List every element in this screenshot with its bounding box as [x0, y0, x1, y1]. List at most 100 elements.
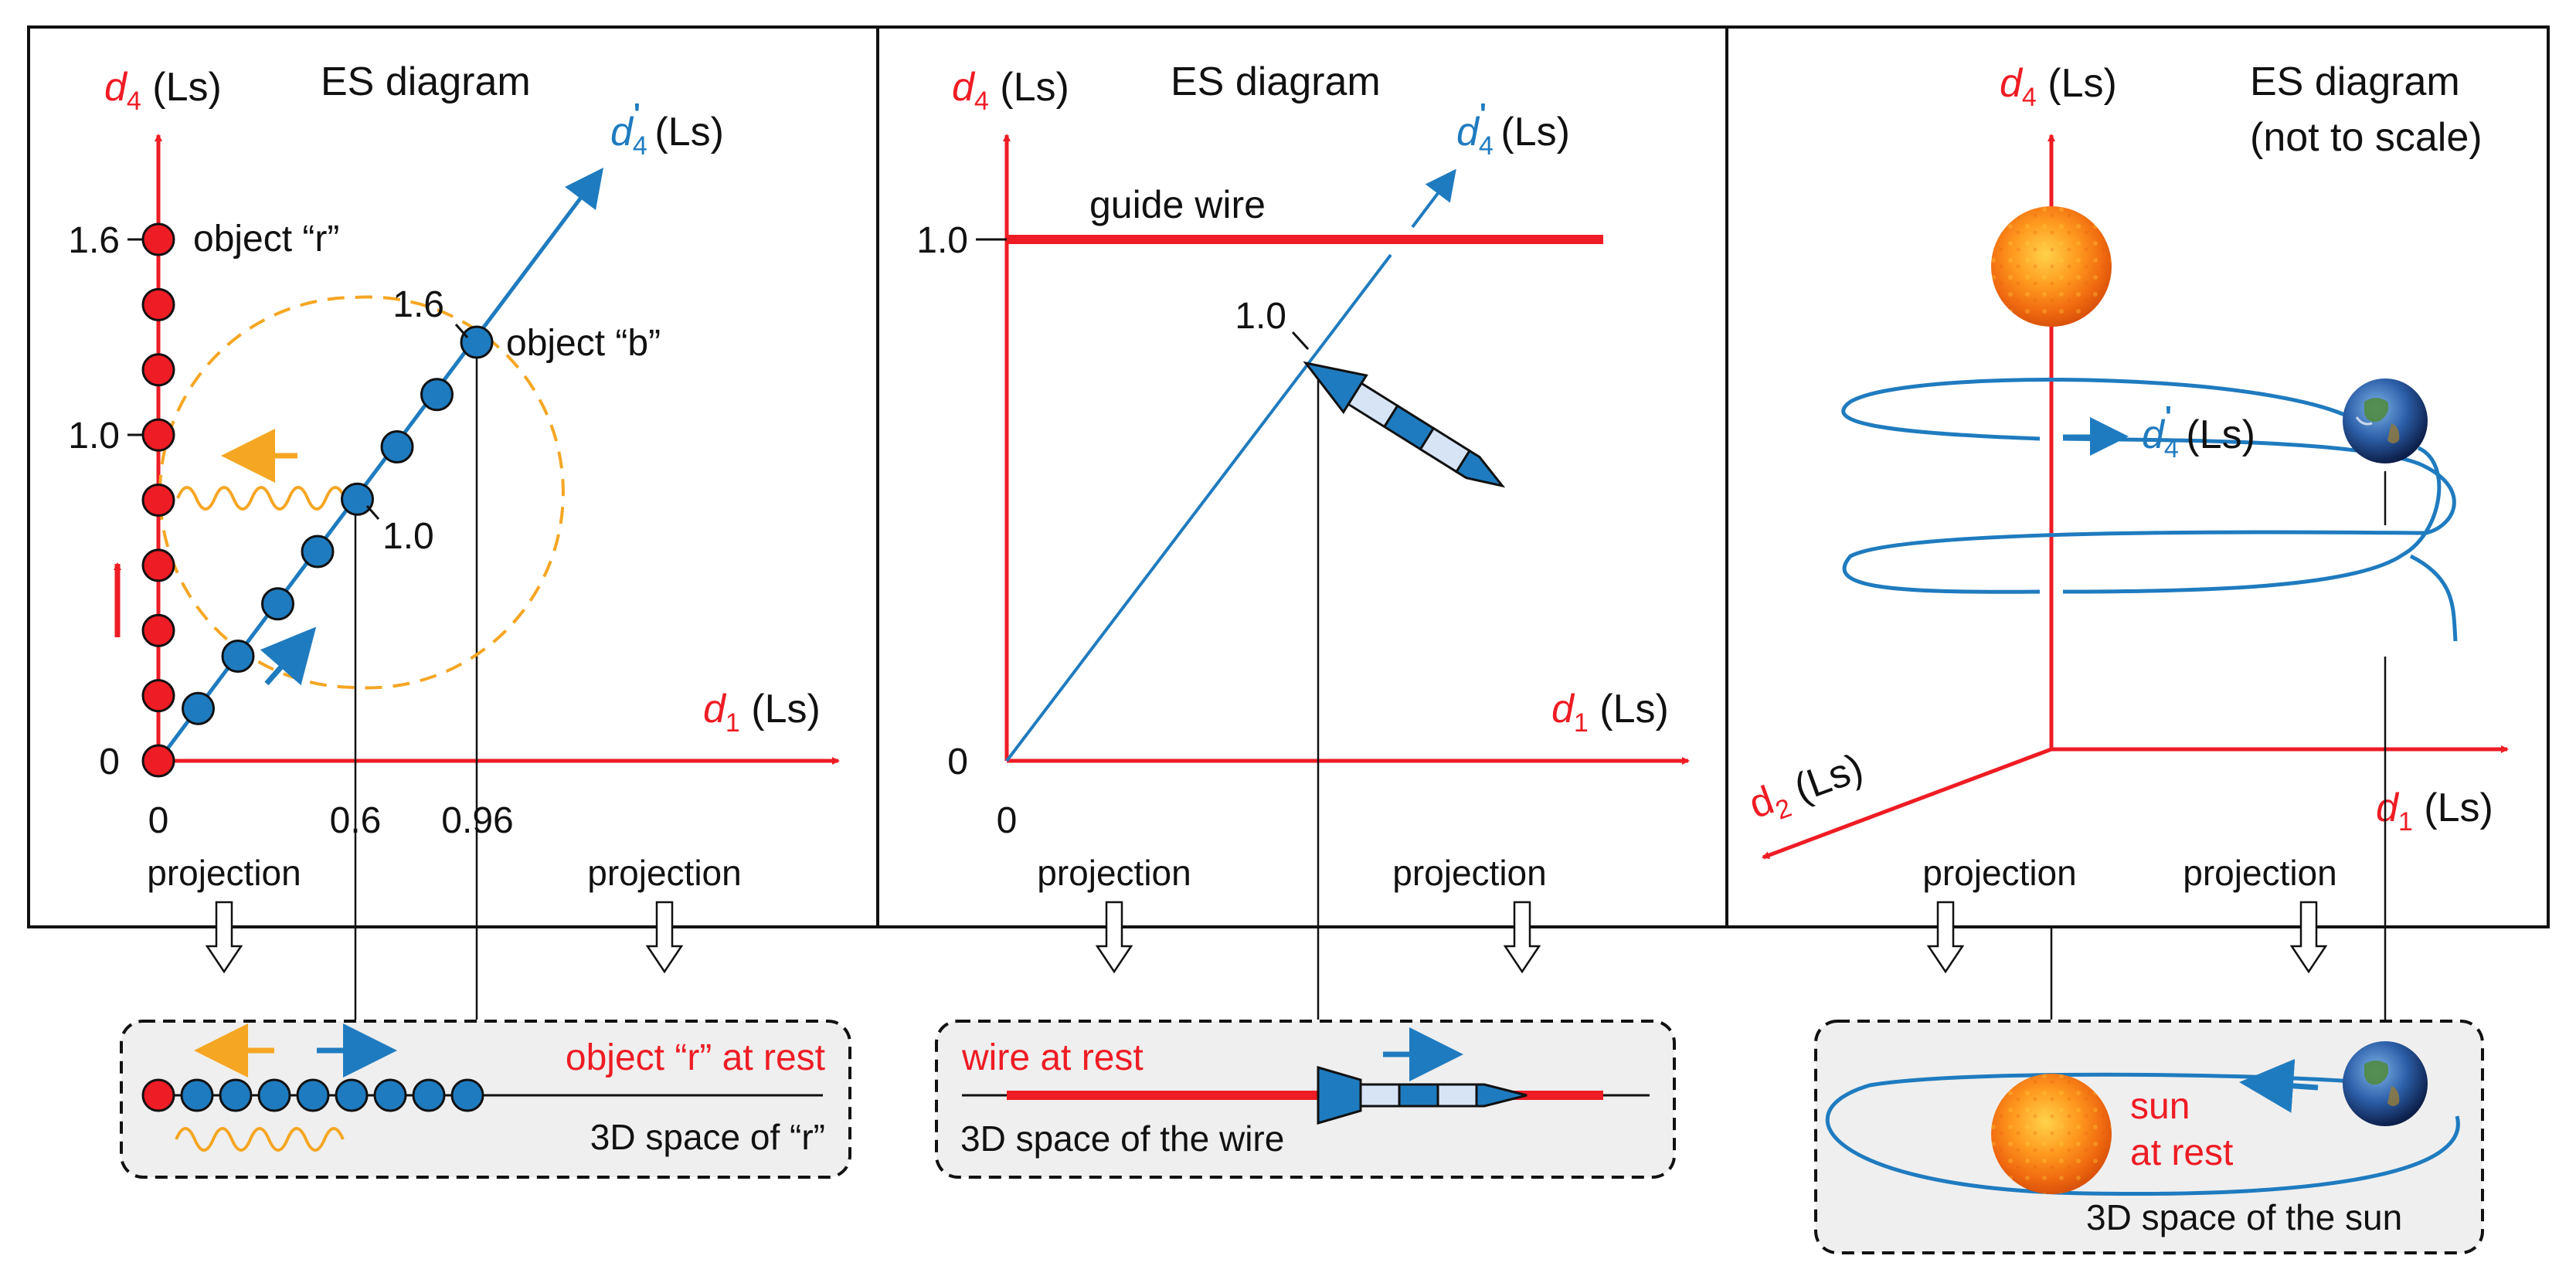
projection-label-right-2: projection: [1392, 853, 1546, 893]
d2-axis-label-3: d2 (Ls): [1743, 745, 1871, 833]
box-circle-blue: [335, 1078, 369, 1112]
object-b-circle: [380, 430, 414, 463]
b-tick-1.0: [365, 505, 380, 520]
rocket-tick-label: 1.0: [1235, 296, 1286, 337]
object-b-circle: [221, 640, 255, 673]
box-light-wave: [175, 1127, 345, 1152]
object-r-label: object “r”: [193, 219, 339, 260]
object-b-label: object “b”: [506, 323, 661, 364]
d1-axis-label: d1 (Ls): [703, 687, 821, 738]
sun-icon: [1991, 206, 2112, 327]
rocket-tail-flat: [1475, 1083, 1528, 1108]
box-label-3d-space-r: 3D space of “r”: [590, 1117, 825, 1157]
d4-prime-axis-2-tip: [1411, 168, 1456, 229]
box-circle-blue: [373, 1078, 407, 1112]
rocket-tail-tilted: [1454, 449, 1506, 488]
d4-axis-label-2: d4 (Ls): [952, 65, 1069, 116]
projection-label-right: projection: [587, 853, 741, 893]
rocket-nose-flat: [1317, 1066, 1362, 1125]
d4-prime-axis-2: [1005, 253, 1392, 762]
helix-back-bottom: [1842, 530, 2427, 594]
d4-axis-label-3: d4 (Ls): [2000, 61, 2117, 112]
panel-3-title-2: (not to scale): [2250, 115, 2483, 160]
projection-arrow-left-3: [1926, 901, 1965, 974]
rocket-flat-seg-1: [1359, 1083, 1401, 1108]
projection-label-left: projection: [147, 853, 301, 893]
projection-arrow-left-2: [1095, 901, 1133, 974]
object-r-circle: [141, 679, 175, 713]
b-tick-label-1.6: 1.6: [393, 284, 444, 325]
light-wave: [176, 486, 365, 511]
d4-axis-label: d4 (Ls): [104, 65, 222, 116]
rocket-tick: [1291, 331, 1310, 351]
d1-axis-label-2: d1 (Ls): [1551, 687, 1669, 738]
rocket-flat: [1317, 1066, 1528, 1125]
helix-back-top: [1841, 378, 2374, 441]
box-circle-blue: [412, 1078, 446, 1112]
x-tick-label-0: 0: [148, 800, 169, 841]
panel-frame-3: [1725, 25, 2550, 928]
projection-arrow-right: [645, 901, 684, 974]
object-r-circle: [141, 353, 175, 387]
d4-prime-axis-label-2: d4' (Ls): [1456, 98, 1570, 161]
d4-prime-axis-label: d4' (Ls): [610, 98, 724, 161]
object-b-circle: [301, 535, 335, 569]
panel-2: guide wire d4 (Ls) ES diagram d4' (Ls) d…: [916, 59, 1690, 1179]
box-circle-row: [141, 1078, 484, 1112]
b-tick-1.6: [454, 324, 469, 338]
box-circle-blue: [219, 1078, 253, 1112]
object-r-circle: [141, 548, 175, 582]
y-tick-label-0: 0: [99, 742, 120, 782]
object-b-circle: [341, 482, 374, 516]
box-label-object-r: object “r” at rest: [566, 1037, 825, 1078]
panel-2-title: ES diagram: [1171, 59, 1381, 104]
object-r-circle: [141, 484, 175, 517]
sun-icon-box: [1991, 1074, 2112, 1194]
projection-arrow-left: [205, 901, 243, 974]
d4-prime-axis: [157, 168, 603, 762]
box-label-3d-space-sun: 3D space of the sun: [2086, 1197, 2402, 1237]
box-circle-blue: [450, 1078, 484, 1112]
projection-label-right-3: projection: [2183, 853, 2336, 893]
x-tick-label-0-2: 0: [997, 800, 1018, 841]
projection-arrow-right-2: [1503, 901, 1541, 974]
object-r-worldline: [141, 222, 175, 778]
light-wavefront-circle: [158, 295, 565, 690]
object-r-circle: [141, 222, 175, 256]
panel-1: d4 (Ls) ES diagram d4' (Ls) d1 (Ls) 1.6 …: [68, 59, 851, 1179]
d2-axis-3: [1762, 747, 2052, 860]
d4-prime-axis-label-3: d4' (Ls): [2142, 401, 2255, 463]
earth-icon: [2343, 378, 2428, 463]
helix-front-bottom: [2062, 446, 2458, 642]
blue-motion-arrow: [260, 626, 317, 686]
object-b-circle: [261, 587, 294, 621]
b-tick-label-1.0: 1.0: [382, 516, 434, 557]
panel-1-title: ES diagram: [321, 59, 531, 104]
space-box-r: [120, 1020, 851, 1179]
object-b-circle: [420, 378, 454, 412]
d1-axis-label-3: d1 (Ls): [2376, 786, 2493, 837]
panel-3-title-1: ES diagram: [2250, 59, 2460, 104]
box-label-sun: sun: [2130, 1086, 2190, 1127]
box-circle-blue: [296, 1078, 330, 1112]
orbit-direction-arrow: [2239, 1058, 2319, 1113]
panel-frame-1: [27, 25, 879, 928]
object-r-circle: [141, 418, 175, 452]
projection-arrow-right-3: [2289, 901, 2328, 974]
panel-3: d4 (Ls) ES diagram (not to scale) d1 (Ls…: [1743, 59, 2509, 1254]
y-tick-label-1.6: 1.6: [68, 220, 120, 261]
earth-icon-box: [2343, 1041, 2428, 1126]
box-label-3d-space-wire: 3D space of the wire: [960, 1118, 1284, 1159]
object-r-circle: [141, 744, 175, 778]
y-tick-label-1.0: 1.0: [68, 416, 120, 457]
object-b-worldline: [182, 325, 494, 725]
box-label-wire-at-rest: wire at rest: [961, 1037, 1144, 1078]
earth-orbit: [1825, 1072, 2460, 1196]
rocket-flat-seg-3: [1436, 1083, 1478, 1108]
guide-wire-label: guide wire: [1089, 183, 1266, 226]
rocket-tilted: [1303, 361, 1506, 488]
projection-label-left-3: projection: [1922, 853, 2076, 893]
object-b-circle: [460, 325, 494, 359]
y-tick-label-0-2: 0: [947, 742, 968, 782]
object-b-circle: [182, 691, 215, 725]
